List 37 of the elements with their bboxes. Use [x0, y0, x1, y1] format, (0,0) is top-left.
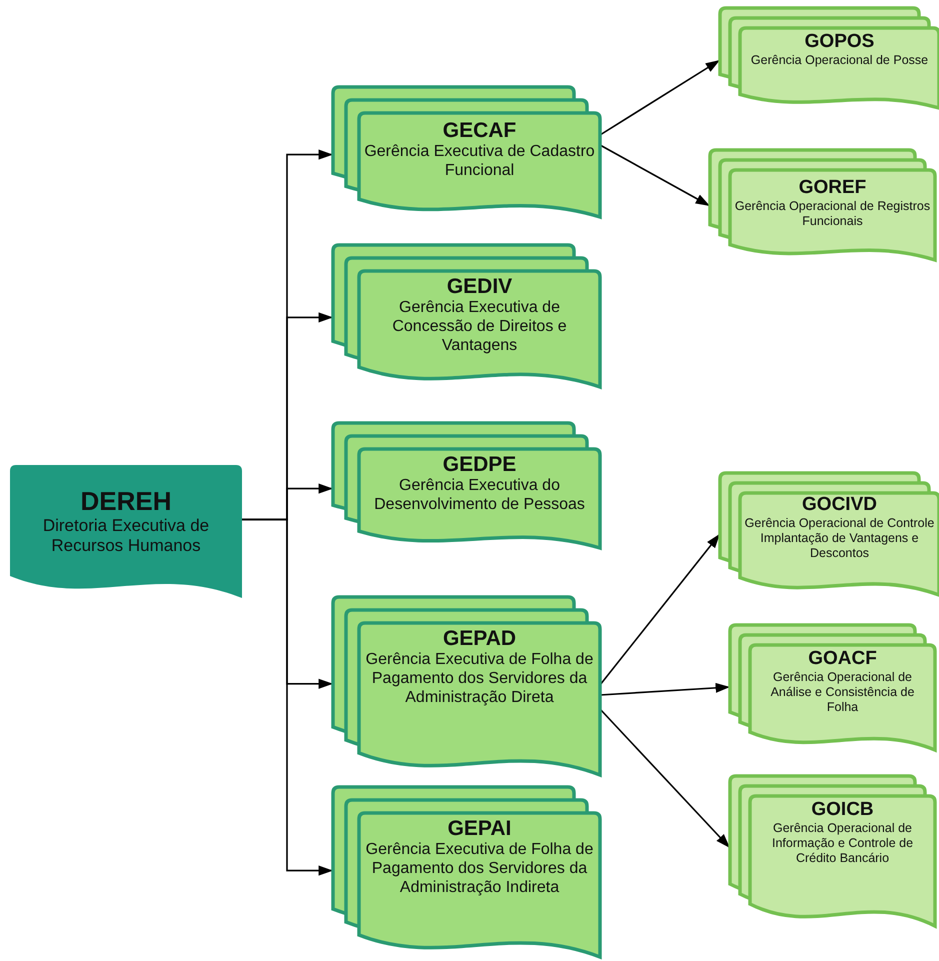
- unit-name: Gerência Executiva do Desenvolvimento de Pessoas: [373, 476, 586, 514]
- unit-acronym: GOREF: [798, 178, 866, 199]
- document-stack-shape: [333, 423, 600, 548]
- document-stack-shape: [333, 787, 600, 957]
- unit-name: Gerência Operacional de Análise e Consistência de Folha: [770, 670, 916, 715]
- unit-acronym: GOACF: [808, 649, 877, 670]
- unit-name: Gerência Executiva de Folha de Pagamento dos Servidores da Administração Indireta: [364, 840, 594, 898]
- document-stack-shape: [333, 597, 600, 775]
- unit-acronym: GOICB: [811, 800, 874, 821]
- arrow: [600, 59, 720, 136]
- unit-name: Gerência Executiva de Cadastro Funcional: [363, 142, 596, 180]
- document-stack-shape: [720, 473, 939, 595]
- unit-acronym: GEPAI: [448, 817, 512, 840]
- unit-acronym: GOCIVD: [802, 495, 877, 516]
- arrow: [600, 144, 710, 207]
- unit-name: Diretoria Executiva de Recursos Humanos: [42, 516, 210, 556]
- document-stack-shape: [730, 776, 935, 926]
- document-stack-shape: [720, 8, 939, 108]
- unit-acronym: DEREH: [80, 487, 172, 516]
- unit-name: Gerência Executiva de Folha de Pagamento dos Servidores da Administração Direta: [364, 650, 594, 708]
- document-stack-shape: [333, 87, 600, 217]
- document-shape: [10, 465, 242, 598]
- document-stack-shape: [710, 150, 935, 260]
- arrow: [242, 518, 333, 876]
- unit-acronym: GEPAD: [442, 627, 516, 650]
- unit-acronym: GECAF: [442, 119, 516, 142]
- unit-acronym: GOPOS: [804, 32, 874, 53]
- arrow: [600, 682, 730, 696]
- unit-name: Gerência Operacional de Informação e Controle de Crédito Bancário: [770, 820, 914, 866]
- unit-name: Gerência Operacional de Registros Funcionais: [734, 198, 931, 229]
- unit-acronym: GEDPE: [442, 453, 516, 476]
- unit-name: Gerência Executiva de Concessão de Direitos e Vantagens: [391, 298, 568, 356]
- unit-name: Gerência Operacional de Controle Implantação de Vantagens e Descontos: [744, 516, 935, 561]
- document-stack-shape: [730, 625, 935, 750]
- unit-acronym: GEDIV: [446, 275, 512, 298]
- unit-name: Gerência Operacional de Posse: [750, 52, 928, 68]
- document-stack-shape: [333, 245, 600, 387]
